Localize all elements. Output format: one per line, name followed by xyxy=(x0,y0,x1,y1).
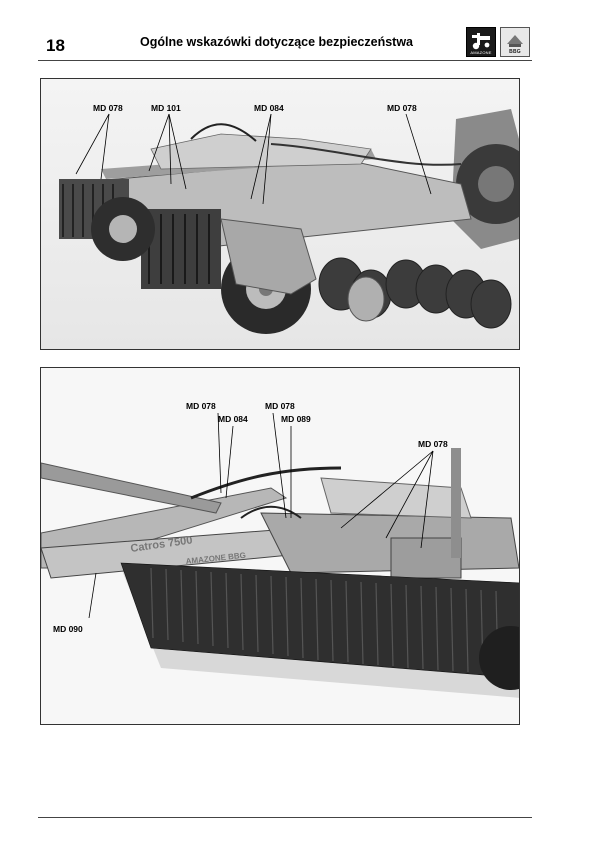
figure-catros-harrow: Catros 7500 AMAZONE BBG xyxy=(40,367,520,725)
page-title: Ogólne wskazówki dotyczące bezpieczeństw… xyxy=(140,35,414,49)
callout-md078: MD 078 xyxy=(418,439,448,449)
amazone-logo-icon: AMAZONE xyxy=(466,27,496,57)
bbg-logo-icon: BBG xyxy=(500,27,530,57)
callout-md078: MD 078 xyxy=(387,103,417,113)
amazone-logo-text: AMAZONE xyxy=(470,50,492,55)
header-divider xyxy=(38,60,532,61)
machine-photo-2: Catros 7500 AMAZONE BBG xyxy=(41,368,519,724)
callout-md084: MD 084 xyxy=(218,414,248,424)
callout-md090: MD 090 xyxy=(53,624,83,634)
machine-photo-1 xyxy=(41,79,519,349)
callout-md078: MD 078 xyxy=(265,401,295,411)
bbg-logo-text: BBG xyxy=(509,49,521,55)
page-number: 18 xyxy=(46,36,65,55)
callout-md078: MD 078 xyxy=(186,401,216,411)
callout-md084: MD 084 xyxy=(254,103,284,113)
callout-md078: MD 078 xyxy=(93,103,123,113)
callout-md089: MD 089 xyxy=(281,414,311,424)
footer-divider xyxy=(38,817,532,818)
callout-md101: MD 101 xyxy=(151,103,181,113)
figure-compact-disc-harrow: MD 078 MD 101 MD 084 MD 078 xyxy=(40,78,520,350)
